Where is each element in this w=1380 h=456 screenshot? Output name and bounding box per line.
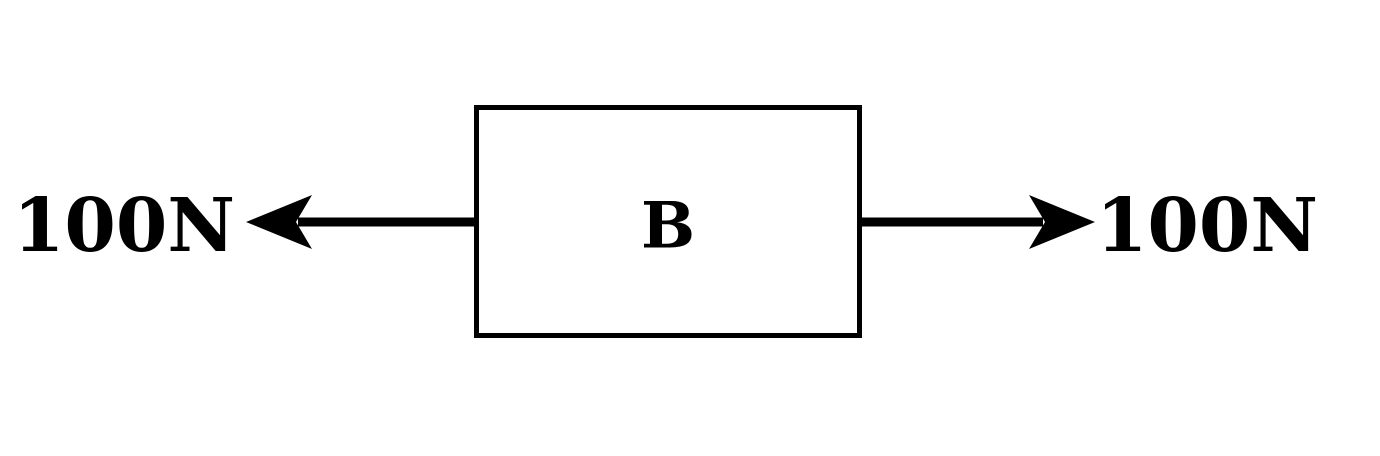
block-label: B bbox=[641, 189, 695, 264]
block-b: B bbox=[474, 105, 862, 338]
right-force: 100N bbox=[860, 183, 1318, 269]
block-rectangle bbox=[474, 105, 862, 338]
left-force-label: 100N bbox=[13, 183, 235, 269]
right-force-label: 100N bbox=[1096, 183, 1318, 269]
right-force-arrowhead bbox=[1029, 195, 1095, 249]
left-force-arrowhead bbox=[246, 195, 312, 249]
left-force: 100N bbox=[13, 183, 476, 269]
